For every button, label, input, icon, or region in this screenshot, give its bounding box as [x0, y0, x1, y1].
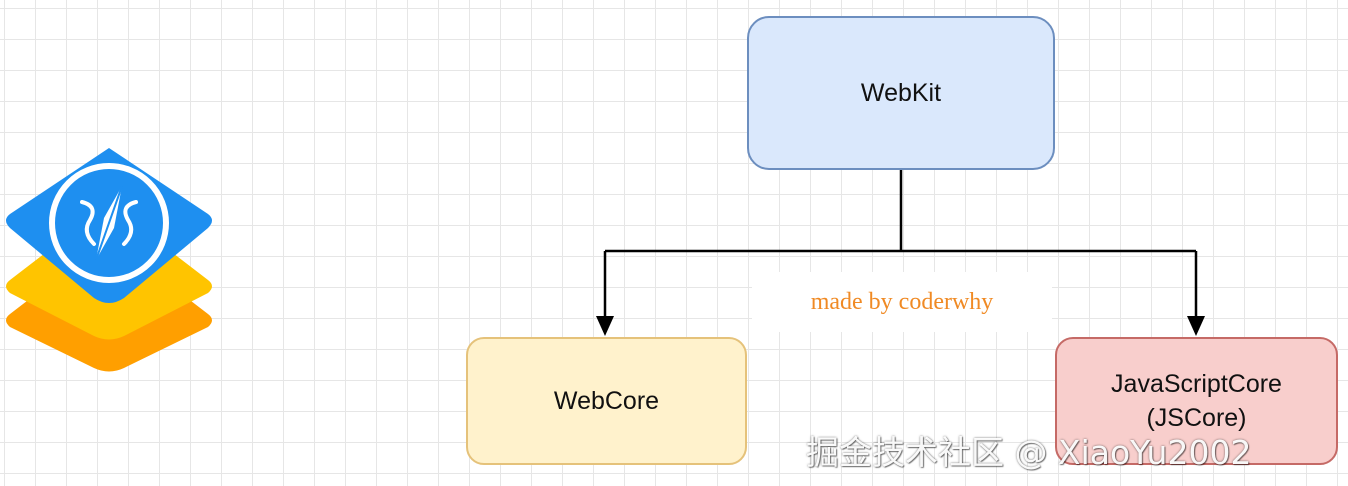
node-jscore-label-line1: JavaScriptCore	[1111, 370, 1282, 398]
arrowhead-webcore	[596, 316, 614, 336]
node-jscore-label-line2: (JSCore)	[1146, 404, 1247, 432]
watermark: 掘金技术社区 @ XiaoYu2002	[806, 433, 1252, 472]
compass-swirl-left	[80, 200, 96, 246]
node-webkit-label: WebKit	[860, 78, 942, 107]
compass-needle-axis	[95, 185, 123, 261]
credit-label: made by coderwhy	[752, 272, 1052, 332]
node-webcore-label: WebCore	[553, 386, 660, 415]
compass-swirl-right	[122, 200, 138, 246]
arrowhead-jscore	[1187, 316, 1205, 336]
node-webcore: WebCore	[466, 337, 747, 465]
node-webkit: WebKit	[747, 16, 1055, 170]
node-javascriptcore: JavaScriptCore (JSCore)	[1055, 337, 1338, 465]
credit-text: made by coderwhy	[810, 288, 994, 315]
webkit-logo-icon	[6, 148, 212, 372]
compass-ring	[49, 163, 169, 283]
